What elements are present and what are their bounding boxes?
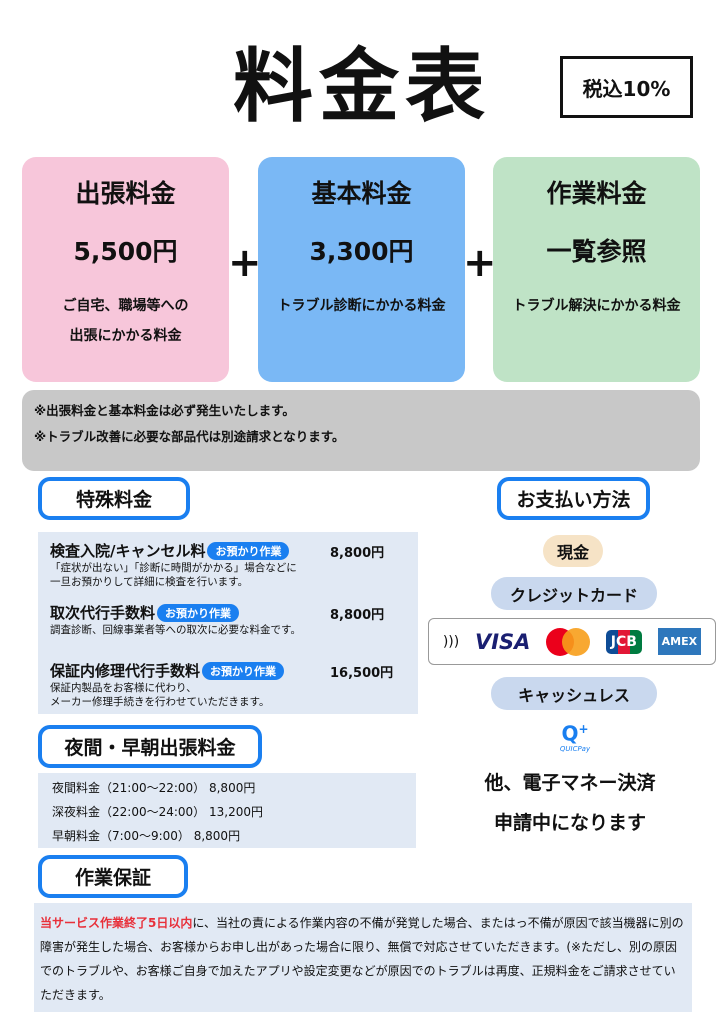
note-line: ※出張料金と基本料金は必ず発生いたします。 — [34, 403, 295, 418]
tax-badge: 税込10% — [560, 56, 693, 118]
credit-card-label: クレジットカード — [491, 577, 657, 610]
notes-box: ※出張料金と基本料金は必ず発生いたします。 ※トラブル改善に必要な部品代は別途請… — [22, 390, 700, 471]
amex-logo: AMEX — [657, 628, 702, 655]
other-payment-text: 他、電子マネー決済 — [484, 772, 656, 794]
card-value: 一覧参照 — [546, 237, 647, 266]
work-fee-card: 作業料金 一覧参照 トラブル解決にかかる料金 — [493, 157, 700, 382]
fee-row: 夜間料金（21:00～22:00） 8,800円 — [52, 781, 256, 795]
card-desc: ご自宅、職場等への出張にかかる料金 — [62, 298, 189, 344]
special-fee-panel: 検査入院/キャンセル料お預かり作業 8,800円 「症状が出ない」「診断に時間が… — [38, 532, 418, 714]
basic-fee-card: 基本料金 3,300円 トラブル診断にかかる料金 — [258, 157, 465, 382]
jcb-logo: JCB — [605, 629, 642, 654]
list-item: 保証内修理代行手数料お預かり作業 16,500円 保証内製品をお客様に代わり、メ… — [50, 661, 394, 708]
price: 16,500円 — [330, 666, 394, 681]
note-line: ※トラブル改善に必要な部品代は別途請求となります。 — [34, 429, 345, 444]
card-desc: トラブル診断にかかる料金 — [277, 298, 446, 314]
list-item: 取次代行手数料お預かり作業 8,800円 調査診断、回線事業者等への取次に必要な… — [50, 603, 385, 636]
night-fee-panel: 夜間料金（21:00～22:00） 8,800円 深夜料金（22:00～24:0… — [38, 773, 416, 848]
price: 8,800円 — [330, 546, 385, 561]
plus-sign: + — [463, 240, 497, 286]
cash-label: 現金 — [543, 535, 603, 567]
payment-heading: お支払い方法 — [497, 477, 650, 520]
contactless-icon: ))) — [442, 633, 460, 650]
visa-logo: VISA — [474, 629, 531, 654]
tag-badge: お預かり作業 — [202, 661, 285, 680]
night-fee-heading: 夜間・早朝出張料金 — [38, 725, 262, 768]
card-value: 3,300円 — [309, 237, 414, 266]
fee-row: 早朝料金（7:00～9:00） 8,800円 — [52, 829, 241, 843]
card-desc: トラブル解決にかかる料金 — [512, 298, 681, 314]
warranty-text: 当サービス作業終了5日以内に、当社の責による作業内容の不備が発覚した場合、または… — [34, 903, 692, 1012]
special-fee-heading: 特殊料金 — [38, 477, 190, 520]
card-title: 出張料金 — [75, 179, 176, 208]
tag-badge: お預かり作業 — [207, 541, 290, 560]
plus-sign: + — [228, 240, 262, 286]
tag-badge: お預かり作業 — [157, 603, 240, 622]
card-title: 作業料金 — [546, 179, 647, 208]
page-title: 料金表 — [233, 40, 491, 133]
pending-text: 申請中になります — [493, 812, 646, 834]
list-item: 検査入院/キャンセル料お預かり作業 8,800円 「症状が出ない」「診断に時間が… — [50, 541, 385, 588]
fee-row: 深夜料金（22:00～24:00） 13,200円 — [52, 805, 263, 819]
card-brands: ))) VISA JCB AMEX — [428, 618, 716, 665]
warranty-heading: 作業保証 — [38, 855, 188, 898]
travel-fee-card: 出張料金 5,500円 ご自宅、職場等への出張にかかる料金 — [22, 157, 229, 382]
quicpay-logo: Q+ QUICPay — [559, 721, 591, 753]
cashless-label: キャッシュレス — [491, 677, 657, 710]
card-title: 基本料金 — [311, 179, 412, 208]
card-value: 5,500円 — [73, 237, 178, 266]
mastercard-logo — [546, 627, 591, 656]
price: 8,800円 — [330, 608, 385, 623]
